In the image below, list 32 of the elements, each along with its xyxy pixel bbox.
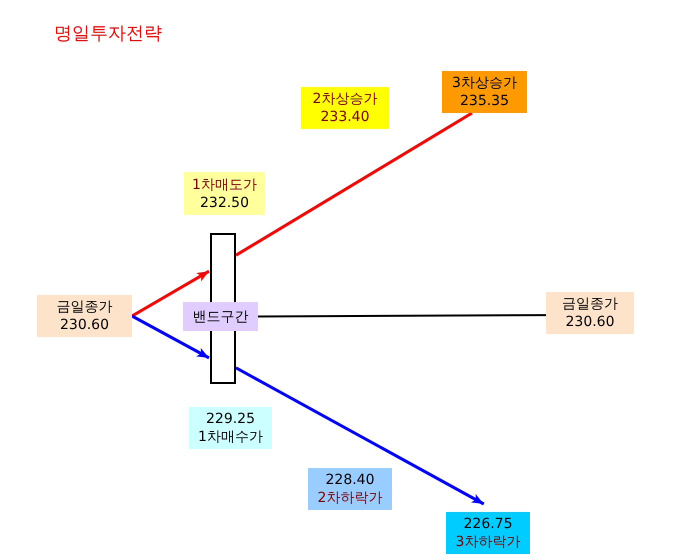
- arrow: [131, 270, 210, 318]
- box-text: 3차상승가: [452, 74, 517, 92]
- box-text: 2차상승가: [312, 90, 378, 108]
- box-text: 밴드구간: [192, 308, 248, 326]
- box-text: 금일종가: [56, 298, 112, 316]
- box-text: 230.60: [60, 316, 109, 334]
- box-text: 3차하락가: [456, 533, 520, 551]
- price-box: [189, 407, 272, 449]
- connector-line: [258, 314, 546, 318]
- box-text: 228.40: [326, 471, 374, 489]
- arrow: [131, 314, 210, 360]
- arrow: [235, 366, 485, 506]
- box-text: 226.75: [464, 515, 512, 533]
- connector-line: [235, 112, 473, 256]
- price-box: [442, 71, 527, 113]
- price-box: [308, 468, 392, 510]
- band-label-box: [183, 302, 258, 331]
- box-text: 2차하락가: [318, 489, 382, 507]
- box-text: 1차매수가: [198, 428, 263, 446]
- price-box: [301, 87, 389, 129]
- price-box: [446, 512, 530, 554]
- box-text: 235.35: [460, 92, 509, 110]
- box-text: 230.60: [566, 313, 614, 331]
- price-box: [184, 172, 265, 215]
- box-text: 229.25: [206, 410, 255, 428]
- box-text: 232.50: [200, 194, 249, 212]
- price-box: [37, 295, 132, 337]
- box-text: 1차매도가: [192, 176, 257, 194]
- box-text: 금일종가: [562, 295, 618, 313]
- box-text: 233.40: [320, 108, 370, 126]
- price-box: [546, 292, 634, 334]
- title-text: 명일투자전략: [54, 22, 162, 45]
